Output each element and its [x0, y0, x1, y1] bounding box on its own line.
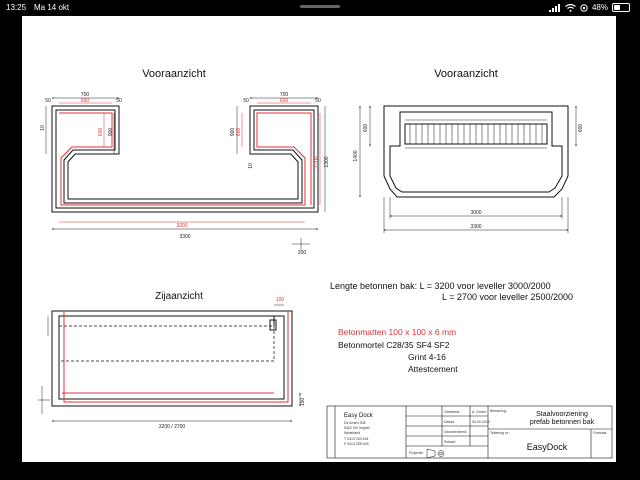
dim-v10-right: 10 — [248, 163, 254, 169]
front-left-title: Vooraanzicht — [142, 68, 206, 80]
status-date: Ma 14 okt — [34, 3, 70, 12]
drawing-sheet[interactable]: Vooraanzicht 700 600 50 50 700 600 50 50… — [22, 16, 616, 462]
side-reinforcement — [62, 312, 289, 403]
dim-r3000: 3000 — [470, 210, 481, 216]
front-right-outline — [383, 105, 569, 198]
tb-tekening: EasyDock — [527, 442, 568, 452]
dim-r3300: 3300 — [470, 224, 481, 230]
projection-symbol-icon — [426, 448, 445, 459]
dim-v1200: 1200 — [314, 156, 320, 167]
note-length-line1: Lengte betonnen bak: L = 3200 voor level… — [330, 281, 551, 291]
dim-s100: 100 — [276, 297, 285, 303]
dim-v900-right: 900 — [230, 128, 236, 137]
cellular-icon — [548, 3, 560, 12]
dim-r600-left: 600 — [363, 124, 369, 133]
tb-label-date: Datum: — [444, 420, 455, 424]
side-outline — [51, 310, 293, 407]
note-mortar: Betonmortel C28/35 SF4 SF2 — [338, 340, 450, 350]
dim-700-left: 700 — [81, 92, 90, 98]
dim-3200: 3200 — [176, 223, 187, 229]
dim-600-right: 600 — [280, 98, 289, 104]
dim-v600-right: 600 — [236, 128, 242, 137]
dim-s3200-2700: 3200 / 2700 — [159, 424, 186, 430]
tb-addr1: De Amert 208 — [344, 421, 365, 425]
tb-made-by: A. Groen — [472, 410, 486, 414]
orientation-lock-icon — [580, 3, 588, 12]
tb-label-benaming: Benaming: — [490, 409, 507, 413]
tb-addr2: 5462 GH Veghel — [344, 426, 370, 430]
tb-fax: F 0413 255 499 — [344, 442, 369, 446]
battery-icon — [612, 3, 630, 12]
dim-s150: 150 — [300, 398, 306, 407]
tb-label-projectie: Projectie: — [409, 451, 424, 455]
dim-50-right-a: 50 — [243, 98, 249, 104]
tb-company: Easy Dock — [344, 413, 374, 419]
status-right: 48% — [548, 3, 630, 12]
front-left-outline — [51, 105, 319, 213]
battery-percent: 48% — [591, 3, 608, 12]
dim-v600-left: 600 — [98, 128, 104, 137]
tb-label-scale: Schaal: — [444, 440, 456, 444]
dim-50-right-b: 50 — [315, 98, 321, 104]
battery-level — [614, 5, 620, 10]
dim-v10-left: 10 — [40, 125, 46, 131]
front-right-leveller — [405, 119, 547, 149]
tb-addr3: Nederland — [344, 431, 360, 435]
wifi-icon — [565, 3, 576, 12]
tb-benaming2: prefab betonnen bak — [530, 419, 595, 426]
dim-200: 200 — [298, 250, 307, 256]
tb-label-tekening: Tekening nr.: — [490, 431, 510, 435]
dim-50-left-a: 50 — [45, 98, 51, 104]
dim-v1300: 1300 — [324, 156, 330, 167]
tb-date: 00-00-2012 — [472, 420, 490, 424]
side-title: Zijaanzicht — [155, 291, 203, 302]
technical-drawing: Vooraanzicht 700 600 50 50 700 600 50 50… — [38, 68, 613, 459]
status-bar: 13:25 Ma 14 okt 48% — [0, 0, 640, 16]
dim-r1400: 1400 — [353, 150, 359, 161]
multitask-handle[interactable] — [300, 5, 340, 8]
tb-label-checked: Gecontroleerd: — [444, 430, 467, 434]
tb-label-made: Getekend: — [444, 410, 460, 414]
front-left-dims — [45, 97, 326, 250]
front-right-dims — [359, 105, 577, 233]
note-mats: Betonmatten 100 x 100 x 6 mm — [338, 327, 456, 337]
tb-label-formaat: Formaat: — [593, 431, 607, 435]
note-gravel: Grint 4-16 — [408, 352, 446, 362]
tb-benaming1: Staalvoorziening — [536, 411, 588, 418]
side-dims — [38, 304, 301, 422]
title-block: Easy Dock De Amert 208 5462 GH Veghel Ne… — [326, 405, 613, 459]
dim-v900-left: 900 — [108, 128, 114, 137]
dim-700-right: 700 — [280, 92, 289, 98]
dim-r600-right: 600 — [578, 124, 584, 133]
status-time: 13:25 — [6, 3, 27, 12]
dim-50-left-b: 50 — [116, 98, 122, 104]
dim-3300: 3300 — [179, 234, 190, 240]
front-right-title: Vooraanzicht — [434, 68, 498, 80]
dim-600-left: 600 — [81, 98, 90, 104]
tb-phone: T 0413 253 444 — [344, 437, 369, 441]
note-length-line2: L = 2700 voor leveller 2500/2000 — [442, 292, 573, 302]
front-left-reinforcement — [59, 112, 312, 206]
note-cement: Attestcement — [408, 364, 458, 374]
